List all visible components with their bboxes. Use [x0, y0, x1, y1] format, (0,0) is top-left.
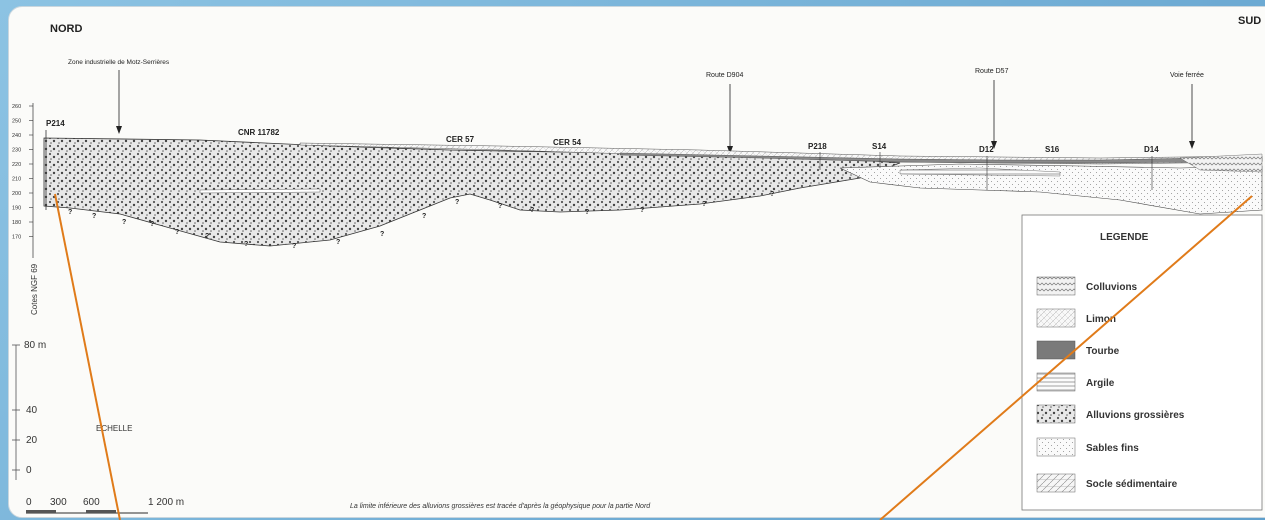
elevation-tick-label: 210 — [12, 177, 21, 183]
elevation-tick-label: 180 — [12, 220, 21, 226]
elevation-tick-label: 220 — [12, 162, 21, 168]
legend-title: LEGENDE — [1100, 232, 1149, 243]
north-label: NORD — [50, 23, 82, 35]
uncertainty-question-mark: ? — [380, 231, 384, 238]
legend: LEGENDE Colluvions Limon Tourbe Argile A… — [1021, 214, 1263, 511]
svg-text:Alluvions grossières: Alluvions grossières — [1086, 410, 1185, 421]
pointer-line-right — [879, 195, 1253, 520]
borehole-s14: S14 — [872, 142, 887, 151]
legend-item-alluvions: Alluvions grossières — [1036, 404, 1185, 424]
uncertainty-question-mark: ? — [92, 213, 96, 220]
uncertainty-question-mark: ? — [455, 199, 459, 206]
scale-horizontal-tick: 300 — [50, 497, 67, 508]
uncertainty-question-mark: ? — [175, 229, 179, 236]
borehole-cnr-11782: CNR 11782 — [238, 128, 280, 137]
svg-text:Colluvions: Colluvions — [1086, 282, 1138, 293]
scale-bar: 80 m 40 20 0 ECHELLE 0 300 600 1 200 m — [12, 340, 184, 514]
alluvions-pattern — [1036, 404, 1076, 424]
uncertainty-question-mark: ? — [498, 203, 502, 210]
uncertainty-question-mark: ? — [770, 191, 774, 198]
zone-industrielle-label: Zone industrielle de Motz-Serrières — [68, 59, 170, 66]
borehole-cer-54: CER 54 — [553, 138, 582, 147]
legend-item-colluvions: Colluvions — [1036, 276, 1138, 296]
borehole-s16: S16 — [1045, 145, 1060, 154]
voie-ferree-arrow — [1189, 84, 1195, 149]
scale-label: ECHELLE — [96, 424, 132, 433]
zone-arrow — [116, 70, 122, 134]
sables-fins-layer — [839, 163, 1263, 215]
scale-vertical-tick: 0 — [26, 465, 32, 476]
elevation-tick-label: 260 — [12, 104, 21, 110]
elevation-tick-label: 190 — [12, 206, 21, 212]
svg-text:Limon: Limon — [1086, 314, 1116, 325]
argile-pattern — [1036, 372, 1076, 392]
alluvium-lens — [199, 188, 321, 194]
borehole-d12: D12 — [979, 145, 994, 154]
route-d57-arrow — [991, 80, 997, 149]
colluvions-wedge — [1179, 153, 1263, 173]
svg-text:Sables fins: Sables fins — [1086, 443, 1139, 454]
uncertainty-question-mark: ? — [68, 209, 72, 216]
svg-text:Socle sédimentaire: Socle sédimentaire — [1086, 479, 1178, 490]
uncertainty-question-mark: ? — [122, 219, 126, 226]
legend-item-limon: Limon — [1036, 308, 1116, 328]
uncertainty-question-mark: ? — [640, 207, 644, 214]
socle-pattern — [1036, 473, 1076, 493]
uncertainty-question-mark: ? — [292, 243, 296, 250]
borehole-p218: P218 — [808, 142, 827, 151]
south-label: SUD — [1238, 15, 1261, 27]
uncertainty-question-mark: ? — [336, 239, 340, 246]
route-d904-label: Route D904 — [706, 72, 743, 79]
sables-pattern — [1036, 437, 1076, 457]
svg-text:Argile: Argile — [1086, 378, 1115, 389]
borehole-p214: P214 — [46, 119, 65, 128]
elevation-tick-label: 250 — [12, 119, 21, 125]
elevation-axis: 260 250 240 230 220 210 200 190 180 170 Cotes NGF… — [12, 103, 39, 315]
uncertainty-question-mark: ? — [585, 209, 589, 216]
elevation-axis-title: Cotes NGF 69 — [30, 263, 39, 315]
scale-horizontal-tick: 0 — [26, 497, 32, 508]
voie-ferree-label: Voie ferrée — [1170, 72, 1204, 79]
scale-horizontal-tick: 1 200 m — [148, 497, 184, 508]
elevation-tick-label: 170 — [12, 235, 21, 241]
limon-pattern — [1036, 308, 1076, 328]
pointer-line-left — [54, 193, 121, 520]
scale-vertical-tick: 40 — [26, 405, 38, 416]
uncertainty-question-mark: ? — [205, 233, 209, 240]
uncertainty-question-mark: ? — [702, 201, 706, 208]
uncertain-boundary-markers: ?????????????????? — [68, 191, 774, 250]
elevation-tick-label: 240 — [12, 133, 21, 139]
legend-item-sables: Sables fins — [1036, 437, 1139, 457]
route-d904-arrow — [727, 84, 733, 154]
elevation-tick-label: 200 — [12, 191, 21, 197]
uncertainty-question-mark: ? — [150, 221, 154, 228]
uncertainty-question-mark: ? — [530, 207, 534, 214]
stratigraphy — [43, 130, 1263, 247]
colluvions-pattern — [1036, 276, 1076, 296]
scale-vertical-tick: 20 — [26, 435, 38, 446]
svg-text:Tourbe: Tourbe — [1086, 346, 1120, 357]
scale-vertical-tick: 80 m — [24, 340, 46, 351]
route-d57-label: Route D57 — [975, 68, 1009, 75]
footnote: La limite inférieure des alluvions gross… — [350, 503, 651, 510]
elevation-tick-label: 230 — [12, 148, 21, 154]
scale-horizontal-tick: 600 — [83, 497, 100, 508]
borehole-cer-57: CER 57 — [446, 135, 475, 144]
borehole-d14: D14 — [1144, 145, 1159, 154]
uncertainty-question-mark: ? — [244, 241, 248, 248]
uncertainty-question-mark: ? — [422, 213, 426, 220]
legend-item-socle: Socle sédimentaire — [1036, 473, 1178, 493]
argile-lens — [899, 167, 1061, 177]
